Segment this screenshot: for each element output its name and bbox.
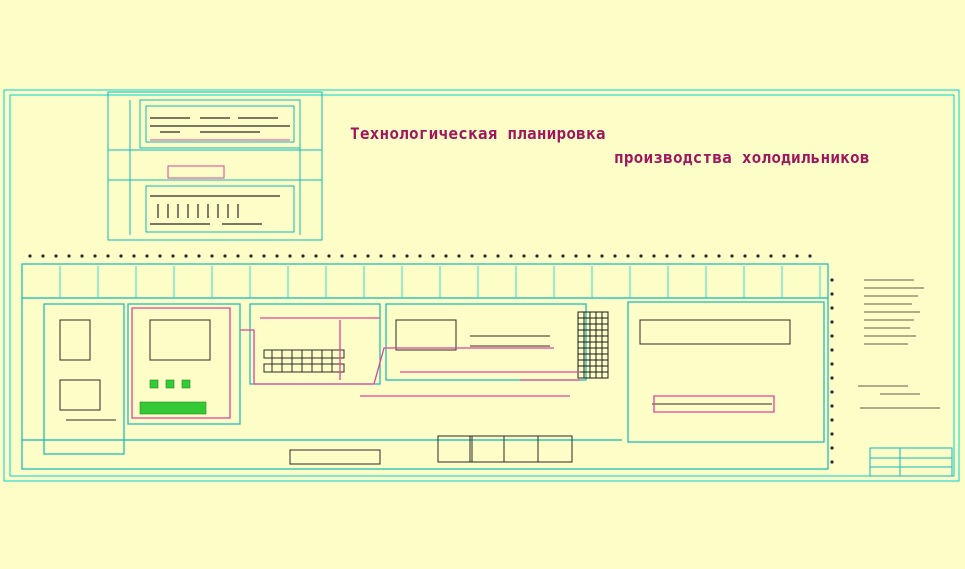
column-mark [366, 254, 370, 258]
column-mark [457, 254, 461, 258]
column-mark [119, 254, 123, 258]
column-mark [132, 254, 136, 258]
column-mark [561, 254, 565, 258]
column-mark [197, 254, 201, 258]
column-mark [830, 432, 834, 436]
column-mark [262, 254, 266, 258]
column-mark [756, 254, 760, 258]
drawing-title-line-2: производства холодильников [614, 148, 870, 167]
column-mark [223, 254, 227, 258]
assembly-hatch [577, 311, 609, 379]
column-mark [158, 254, 162, 258]
main-building [21, 263, 829, 470]
equipment-clusters [59, 319, 791, 421]
column-mark [535, 254, 539, 258]
column-mark [730, 254, 734, 258]
column-mark [769, 254, 773, 258]
highlighted-line [139, 379, 207, 415]
column-mark [626, 254, 630, 258]
column-mark [795, 254, 799, 258]
sheet-frame [3, 89, 960, 482]
column-mark [600, 254, 604, 258]
column-mark [275, 254, 279, 258]
column-mark [236, 254, 240, 258]
column-mark [678, 254, 682, 258]
column-mark [717, 254, 721, 258]
upper-annex [107, 91, 323, 241]
column-mark [301, 254, 305, 258]
column-mark [691, 254, 695, 258]
conveyor-routes [131, 307, 775, 419]
column-mark [249, 254, 253, 258]
drawing-title-line-1: Технологическая планировка [350, 124, 606, 143]
column-mark [652, 254, 656, 258]
column-mark [184, 254, 188, 258]
column-mark [587, 254, 591, 258]
column-mark [171, 254, 175, 258]
column-mark [444, 254, 448, 258]
column-mark [548, 254, 552, 258]
column-mark [418, 254, 422, 258]
column-mark [830, 446, 834, 450]
column-mark [145, 254, 149, 258]
column-mark [353, 254, 357, 258]
column-mark [483, 254, 487, 258]
column-mark [830, 334, 834, 338]
column-mark [106, 254, 110, 258]
column-mark [830, 292, 834, 296]
column-grid-marks [28, 254, 834, 464]
title-block [869, 447, 953, 477]
column-mark [830, 404, 834, 408]
column-mark [379, 254, 383, 258]
column-mark [340, 254, 344, 258]
column-mark [830, 460, 834, 464]
column-mark [327, 254, 331, 258]
column-mark [314, 254, 318, 258]
column-mark [210, 254, 214, 258]
column-mark [743, 254, 747, 258]
column-mark [54, 254, 58, 258]
column-mark [830, 362, 834, 366]
column-mark [470, 254, 474, 258]
column-mark [830, 418, 834, 422]
column-mark [639, 254, 643, 258]
storage-bays [289, 435, 573, 465]
column-mark [41, 254, 45, 258]
column-mark [392, 254, 396, 258]
column-mark [28, 254, 32, 258]
upper-annex-conveyor [150, 139, 290, 179]
column-mark [808, 254, 812, 258]
column-mark [288, 254, 292, 258]
legend-block [858, 279, 940, 409]
column-mark [405, 254, 409, 258]
upper-annex-equipment [150, 117, 290, 225]
column-mark [496, 254, 500, 258]
column-mark [830, 376, 834, 380]
column-mark [665, 254, 669, 258]
column-mark [613, 254, 617, 258]
column-mark [704, 254, 708, 258]
column-mark [830, 306, 834, 310]
column-mark [93, 254, 97, 258]
interior-grid [59, 266, 821, 298]
column-mark [574, 254, 578, 258]
column-mark [830, 278, 834, 282]
column-mark [431, 254, 435, 258]
column-mark [522, 254, 526, 258]
column-mark [830, 348, 834, 352]
column-mark [67, 254, 71, 258]
column-mark [830, 390, 834, 394]
column-mark [509, 254, 513, 258]
column-mark [782, 254, 786, 258]
column-mark [80, 254, 84, 258]
column-mark [830, 320, 834, 324]
